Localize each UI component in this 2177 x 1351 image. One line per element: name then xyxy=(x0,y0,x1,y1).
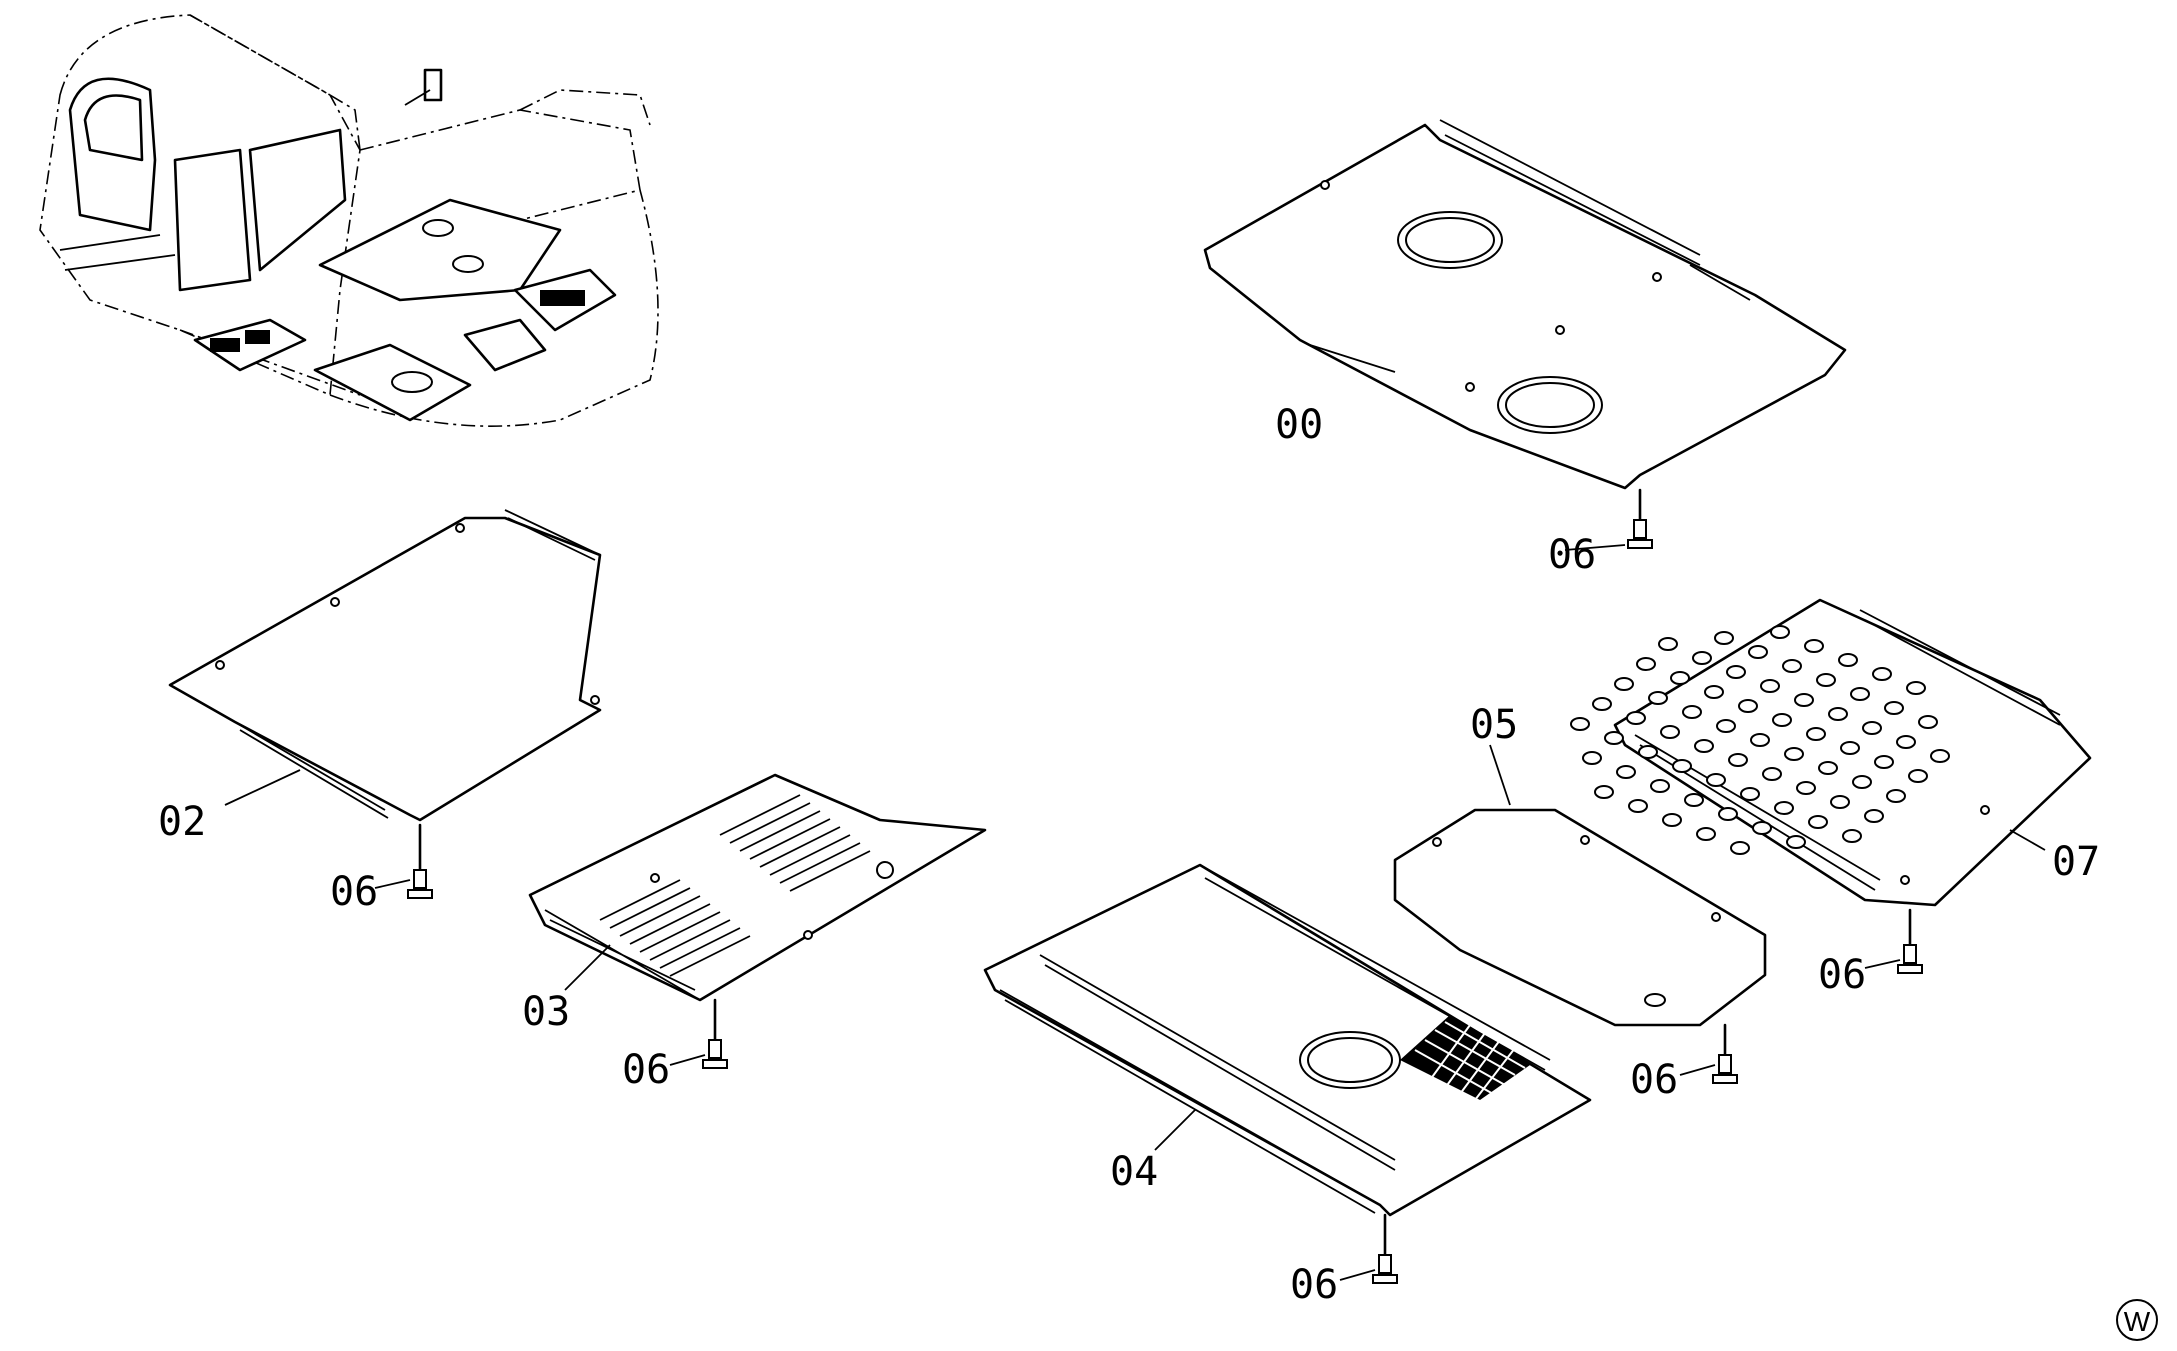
perforation xyxy=(1726,665,1746,679)
bolt-group xyxy=(374,488,1923,1284)
perforation xyxy=(1896,735,1916,749)
perforation xyxy=(1670,671,1690,685)
label-07: 07 xyxy=(2052,839,2100,885)
w-mark-letter: W xyxy=(2124,1306,2151,1337)
perforation xyxy=(1760,679,1780,693)
perforation xyxy=(1884,701,1904,715)
perforation xyxy=(1816,673,1836,687)
perforation xyxy=(1716,719,1736,733)
perforation xyxy=(1738,699,1758,713)
perforation xyxy=(1658,637,1678,651)
label-06: 06 xyxy=(1290,1262,1338,1308)
bolt-icon xyxy=(407,823,433,899)
label-06: 06 xyxy=(1630,1057,1678,1103)
perforation xyxy=(1750,733,1770,747)
perforation xyxy=(1784,747,1804,761)
perforation xyxy=(1650,779,1670,793)
perforation xyxy=(1796,781,1816,795)
w-mark: W xyxy=(2116,1299,2158,1341)
perforation xyxy=(1794,693,1814,707)
perforation xyxy=(1818,761,1838,775)
label-00: 00 xyxy=(1275,402,1323,448)
perforation xyxy=(1616,765,1636,779)
perforation xyxy=(1850,687,1870,701)
perforation xyxy=(1682,705,1702,719)
perforation xyxy=(1770,625,1790,639)
perforation xyxy=(1886,789,1906,803)
perforation xyxy=(1748,645,1768,659)
label-06: 06 xyxy=(622,1047,670,1093)
label-03: 03 xyxy=(522,989,570,1035)
label-06: 06 xyxy=(1548,532,1596,578)
excavator-overview xyxy=(39,14,659,427)
bolt-icon xyxy=(1712,1023,1738,1084)
perforation xyxy=(1582,751,1602,765)
perforation xyxy=(1786,835,1806,849)
perforation xyxy=(1930,749,1950,763)
perforation xyxy=(1604,731,1624,745)
perforation xyxy=(1614,677,1634,691)
perforation xyxy=(1840,741,1860,755)
perforation xyxy=(1636,657,1656,671)
perforation xyxy=(1762,767,1782,781)
panel-03 xyxy=(528,773,987,1002)
perforation xyxy=(1752,821,1772,835)
perforation xyxy=(1718,807,1738,821)
perforation xyxy=(1808,815,1828,829)
perforation xyxy=(1694,739,1714,753)
perforation xyxy=(1918,715,1938,729)
perforation xyxy=(1696,827,1716,841)
perforation xyxy=(1704,685,1724,699)
perforation xyxy=(1864,809,1884,823)
label-04: 04 xyxy=(1110,1149,1158,1195)
label-06: 06 xyxy=(330,869,378,915)
perforation xyxy=(1906,681,1926,695)
perforation xyxy=(1842,829,1862,843)
label-06: 06 xyxy=(1818,952,1866,998)
perforation xyxy=(1714,631,1734,645)
perforation xyxy=(1626,711,1646,725)
perforation xyxy=(1672,759,1692,773)
perforation xyxy=(1628,799,1648,813)
perforation xyxy=(1692,651,1712,665)
perforation xyxy=(1772,713,1792,727)
perforation xyxy=(1774,801,1794,815)
perforation xyxy=(1782,659,1802,673)
panel-00 xyxy=(1203,119,1847,490)
perforation xyxy=(1908,769,1928,783)
panel-07 xyxy=(1570,598,2092,907)
perforation xyxy=(1828,707,1848,721)
bolt-icon xyxy=(1372,1213,1398,1284)
perforation xyxy=(1728,753,1748,767)
perforation xyxy=(1740,787,1760,801)
perforation xyxy=(1838,653,1858,667)
perforation xyxy=(1594,785,1614,799)
perforation xyxy=(1730,841,1750,855)
label-05: 05 xyxy=(1470,702,1518,748)
perforation xyxy=(1830,795,1850,809)
perforation xyxy=(1684,793,1704,807)
perforation xyxy=(1638,745,1658,759)
perforation xyxy=(1662,813,1682,827)
perforation xyxy=(1874,755,1894,769)
perforation xyxy=(1592,697,1612,711)
perforation xyxy=(1648,691,1668,705)
perforation xyxy=(1660,725,1680,739)
perforation xyxy=(1706,773,1726,787)
bolt-icon xyxy=(1897,908,1923,974)
panel-04 xyxy=(983,863,1592,1217)
perforation xyxy=(1872,667,1892,681)
perforation xyxy=(1570,717,1590,731)
perforation xyxy=(1862,721,1882,735)
label-02: 02 xyxy=(158,799,206,845)
panel-05 xyxy=(1393,744,1767,1027)
bolt-icon xyxy=(702,998,728,1069)
bolt-icon xyxy=(1627,488,1653,549)
panel-02 xyxy=(168,509,602,822)
perforation xyxy=(1804,639,1824,653)
perforation xyxy=(1806,727,1826,741)
perforation xyxy=(1852,775,1872,789)
